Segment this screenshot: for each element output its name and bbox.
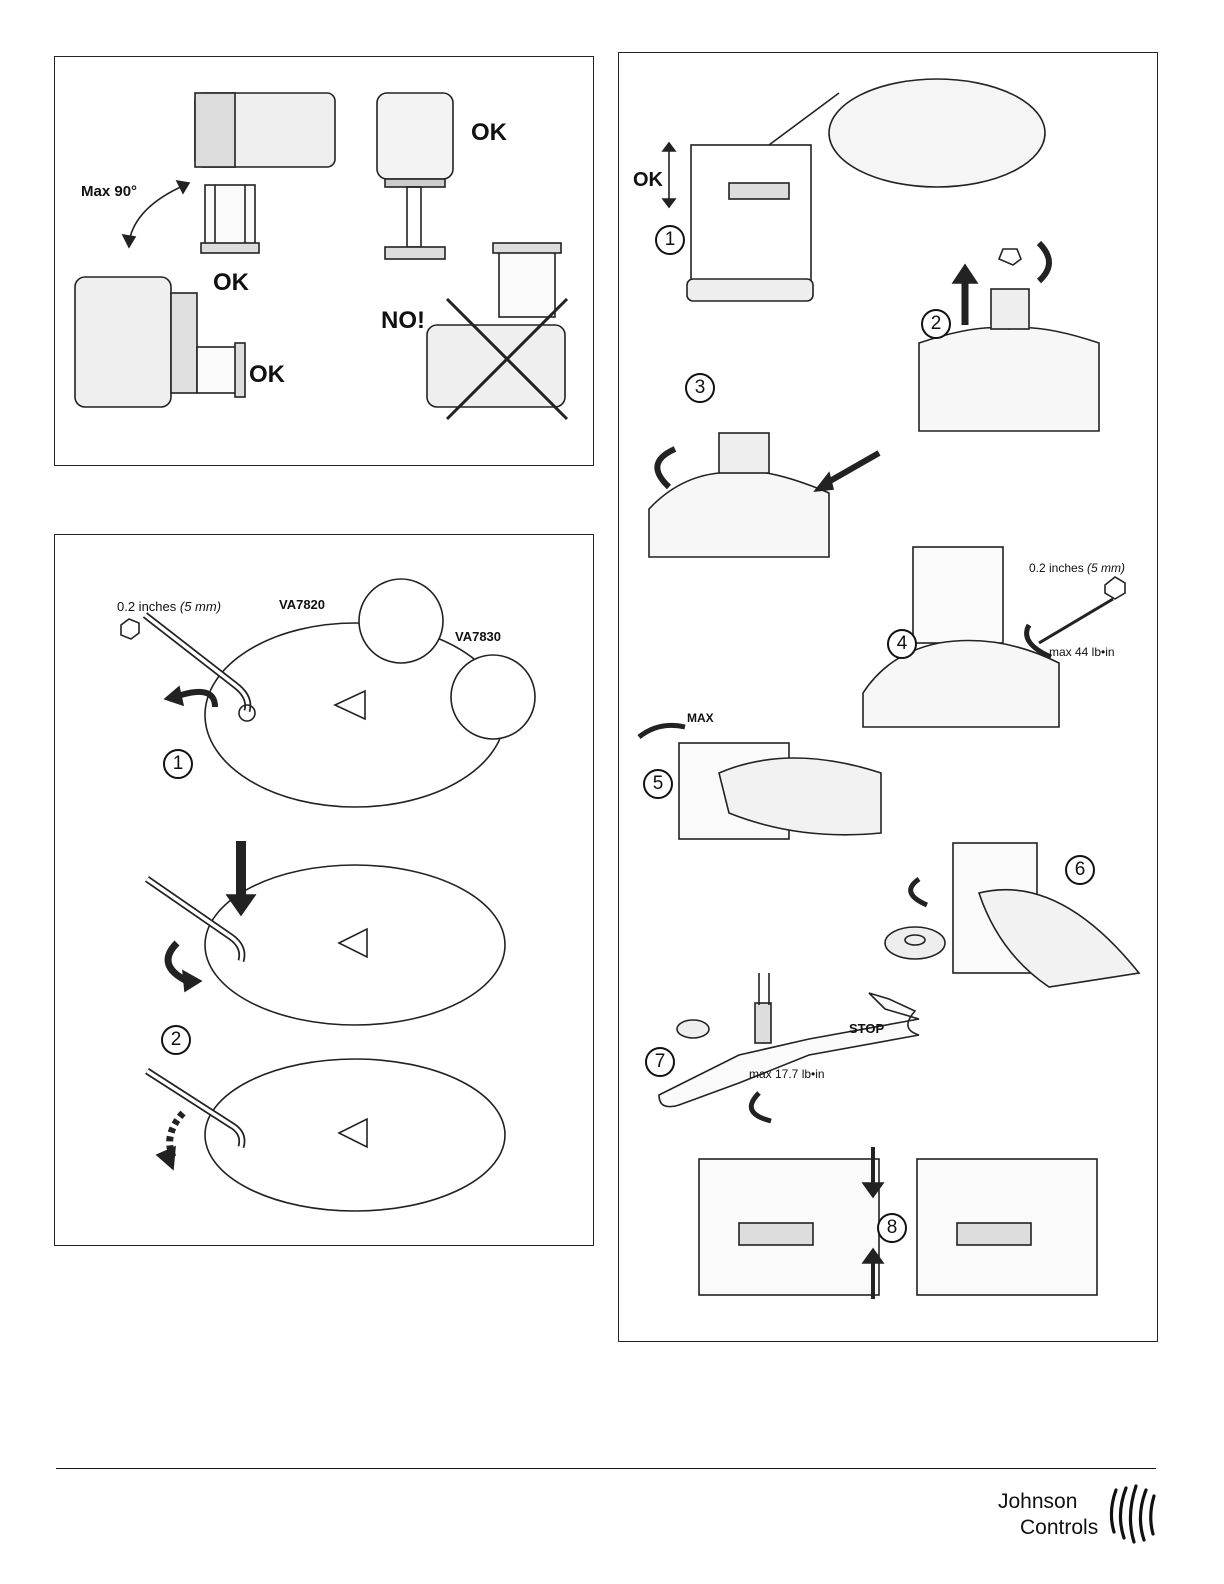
- mounting-orientation-panel: Max 90° OK OK OK NO!: [54, 56, 594, 466]
- max-label: MAX: [687, 711, 714, 725]
- installation-steps-illustration: [619, 53, 1159, 1343]
- hex-size-metric: (5 mm): [180, 599, 221, 614]
- torque-label-17-7: max 17.7 lb•in: [749, 1067, 825, 1081]
- model-label-va7820: VA7820: [279, 597, 325, 612]
- step-badge-2: 2: [161, 1025, 191, 1055]
- brand-name-line1: Johnson: [998, 1490, 1077, 1514]
- step-badge-1: 1: [163, 749, 193, 779]
- hex-size-label-right: 0.2 inches (5 mm): [1029, 561, 1125, 575]
- hex-size-imperial-right: 0.2 inches: [1029, 561, 1087, 575]
- manual-override-panel: 0.2 inches (5 mm) VA7820 VA7830 1 2: [54, 534, 594, 1246]
- brand-name-line2: Controls: [1020, 1516, 1098, 1540]
- johnson-controls-logo: Johnson Controls: [998, 1480, 1158, 1560]
- step-badge-6: 6: [1065, 855, 1095, 885]
- manual-override-illustration: [55, 535, 595, 1247]
- step-badge-2: 2: [921, 309, 951, 339]
- torque-label-44: max 44 lb•in: [1049, 645, 1115, 659]
- hex-key-icon: [121, 619, 139, 639]
- model-label-va7830: VA7830: [455, 629, 501, 644]
- installation-steps-panel: OK 0.2 inches (5 mm) max 44 lb•in MAX ST…: [618, 52, 1158, 1342]
- ok-label-sideways: OK: [249, 361, 285, 389]
- step-badge-4: 4: [887, 629, 917, 659]
- ok-label-upright: OK: [213, 269, 249, 297]
- hex-size-imperial: 0.2 inches: [117, 599, 180, 614]
- step-badge-5: 5: [643, 769, 673, 799]
- footer-rule: [56, 1468, 1156, 1469]
- step-badge-1: 1: [655, 225, 685, 255]
- step-badge-3: 3: [685, 373, 715, 403]
- hex-size-label: 0.2 inches (5 mm): [117, 599, 221, 614]
- hex-size-metric-right: (5 mm): [1087, 561, 1125, 575]
- mounting-orientation-illustration: [55, 57, 595, 467]
- ok-height-label: OK: [633, 169, 663, 192]
- stop-label: STOP: [849, 1021, 884, 1036]
- no-label: NO!: [381, 307, 425, 335]
- ok-label-front: OK: [471, 119, 507, 147]
- step-badge-8: 8: [877, 1213, 907, 1243]
- step-badge-7: 7: [645, 1047, 675, 1077]
- max-angle-label: Max 90°: [81, 183, 137, 200]
- brand-mark-icon: [1106, 1482, 1158, 1546]
